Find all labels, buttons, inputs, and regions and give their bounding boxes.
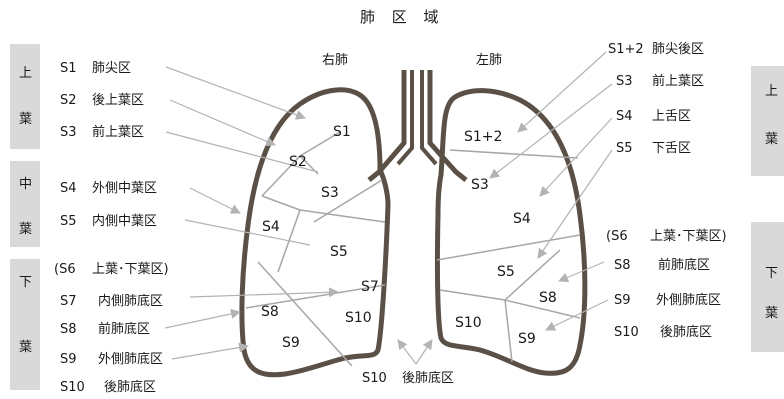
legend-code: S1 [60,61,77,76]
segment-label: S3 [321,185,339,201]
legend-name: 前肺底区 [658,258,711,273]
legend-name: 前上葉区 [652,74,705,89]
legend-name: 外側肺底区 [656,293,722,308]
diagram-title: 肺 区 域 [360,8,445,26]
trachea [367,70,407,182]
lobe-char: 下 [19,275,33,290]
legend-name: 内側中葉区 [92,214,158,229]
segment-label: S1 [333,124,351,140]
right-lung-label: 右肺 [322,53,349,68]
lobe-char: 葉 [19,340,33,355]
legend-name: 後上葉区 [92,93,145,108]
segment-label: S5 [330,244,348,260]
legend-code: S9 [614,293,631,308]
lobe-char: 葉 [19,222,33,237]
bottom-pointer-arrows [397,339,433,365]
segment-label: S7 [361,279,379,295]
segment-label: S9 [518,331,536,347]
legend-name: 肺尖区 [92,61,132,76]
segment-label: S9 [282,335,300,351]
legend-code: S7 [60,294,77,309]
legend-code: S3 [616,74,633,89]
legend-name: 前上葉区 [92,125,145,140]
trachea-lumen [396,70,414,166]
legend-name: 上葉･下葉区) [650,229,727,244]
right-middle-lobe-box: 中 葉 [10,161,40,247]
legend-code: S8 [614,258,631,273]
left-lung-label: 左肺 [476,53,503,68]
legend-code: S3 [60,125,77,140]
segment-label: S5 [497,264,515,280]
trachea-lumen [420,70,438,166]
right-lower-lobe-box: 下 葉 [10,259,40,390]
segment-label: S8 [539,290,557,306]
lobe-char: 葉 [765,306,779,321]
bottom-name: 後肺底区 [402,371,455,386]
legend-code: S4 [616,109,633,124]
legend-name: 内側肺底区 [98,294,164,309]
legend-name: 後肺底区 [104,380,157,395]
legend-name: 下舌区 [652,141,692,156]
segment-label: S4 [262,219,280,235]
legend-name: 前肺底区 [98,322,151,337]
left-segment-dividers [436,149,581,363]
right-lung-outline [239,87,391,378]
legend-code: S5 [60,214,77,229]
bottom-code: S10 [362,371,387,386]
legend-code: (S6 [606,229,628,244]
legend-code: S8 [60,322,77,337]
legend-name: 上葉･下葉区) [92,262,169,277]
legend-name: 後肺底区 [660,325,713,340]
legend-code: S1+2 [608,42,644,57]
legend-code: S2 [60,93,77,108]
left-lung-outline [434,88,588,376]
left-upper-lobe-box: 上 葉 [751,66,784,176]
legend-name: 外側肺底区 [98,352,164,367]
legend-name: 外側中葉区 [92,181,158,196]
legend-name: 肺尖後区 [652,42,705,57]
right-upper-lobe-box: 上 葉 [10,44,40,149]
lobe-char: 下 [765,266,779,281]
lobe-char: 上 [19,66,33,81]
segment-label: S4 [513,211,531,227]
segment-label: S2 [289,154,307,170]
pointer-lines-left [164,66,339,360]
legend-code: S5 [616,141,633,156]
left-lower-lobe-box: 下 葉 [751,222,784,352]
segment-label: S10 [345,310,372,326]
lobe-char: 上 [765,84,779,99]
segment-label: S8 [261,304,279,320]
segment-label: S1+2 [464,129,502,145]
lobe-char: 葉 [19,112,33,127]
legend-code: S4 [60,181,77,196]
legend-code: S10 [614,325,639,340]
right-segment-dividers [245,131,386,367]
pointer-lines-right [489,51,613,331]
legend-name: 上舌区 [652,109,692,124]
segment-label: S10 [455,315,482,331]
legend-code: S10 [60,380,85,395]
segment-label: S3 [471,177,489,193]
lobe-char: 葉 [765,132,779,147]
legend-code: (S6 [54,262,76,277]
legend-code: S9 [60,352,77,367]
lobe-char: 中 [19,177,33,192]
